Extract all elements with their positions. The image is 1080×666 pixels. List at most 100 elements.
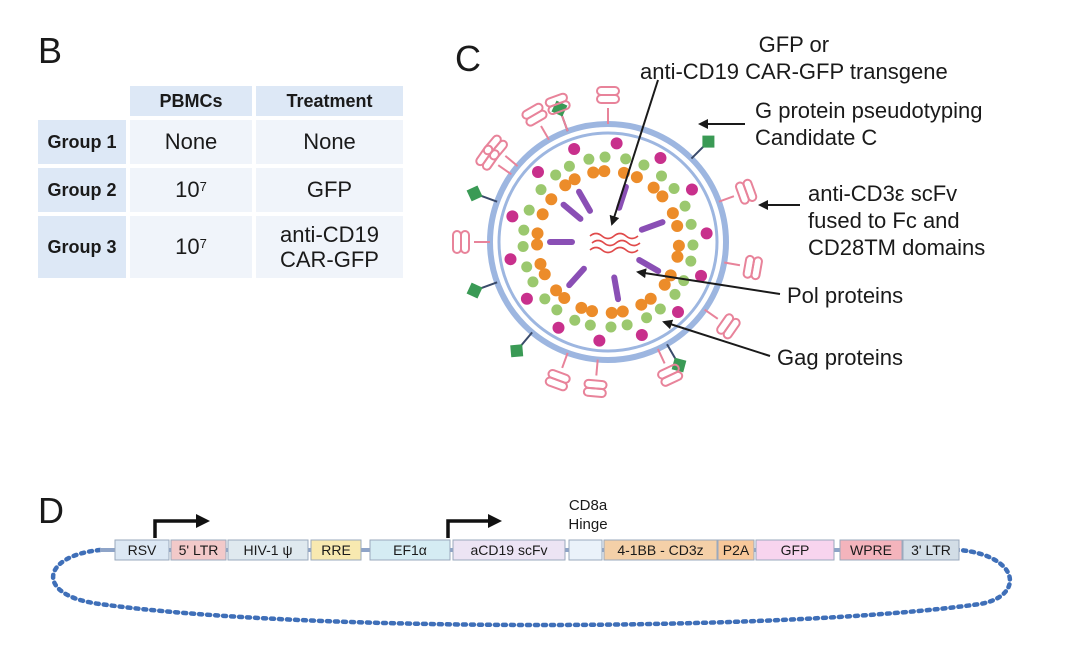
gag-protein (658, 278, 671, 291)
scfv-stalk (561, 352, 569, 369)
label-scfv: anti-CD3ε scFv fused to Fc and CD28TM do… (808, 181, 986, 260)
gag-protein (551, 304, 563, 316)
scfv-icon (660, 370, 684, 387)
group-1-pbmcs: None (130, 120, 252, 164)
scfv-icon (582, 386, 607, 399)
gag-protein (598, 165, 611, 178)
panel-d-letter: D (38, 490, 64, 531)
rsv-promoter-arrowhead-icon (196, 514, 210, 528)
gag-protein (685, 183, 698, 196)
gag-protein (599, 151, 611, 163)
label-g-protein: G protein pseudotyping Candidate C (755, 98, 983, 150)
element-cd8a-hinge (568, 539, 603, 561)
gag-protein (523, 204, 535, 216)
pol-protein (638, 219, 666, 233)
gag-protein (685, 255, 697, 267)
label-transgene: GFP or anti-CD19 CAR-GFP transgene (640, 32, 948, 84)
scfv-stalk (504, 155, 519, 167)
scfv-icon (596, 86, 620, 96)
row-label-group-3: Group 3 (38, 216, 126, 278)
gag-protein (535, 184, 547, 196)
element-label-rre: RRE (321, 542, 351, 558)
scfv-icon (544, 92, 568, 108)
gag-protein (550, 169, 562, 181)
gag-protein (506, 210, 519, 223)
g-protein-icon (466, 282, 483, 299)
gag-protein (545, 193, 558, 206)
transgene-arrow (609, 79, 659, 226)
element-3-ltr (902, 539, 960, 561)
ef1a-promoter-arrow-icon (446, 519, 490, 538)
gag-protein (521, 261, 533, 273)
element-label-rsv: RSV (128, 542, 157, 558)
gag-protein (654, 152, 667, 165)
element-label-3-ltr: 3' LTR (911, 542, 951, 558)
gag-protein (536, 208, 549, 221)
gag-protein (656, 190, 669, 203)
gag-protein (669, 288, 681, 300)
label-pol: Pol proteins (787, 283, 904, 308)
gag-protein (539, 293, 551, 305)
gag-protein (605, 321, 617, 333)
gag-protein (641, 312, 653, 324)
element-gfp (755, 539, 835, 561)
gag-protein (587, 166, 600, 179)
g-protein-icon (466, 185, 483, 202)
gag-arrow (662, 319, 771, 357)
element-wpre (839, 539, 903, 561)
pol-protein (636, 257, 662, 274)
group-1-treatment: None (256, 120, 403, 164)
scfv-icon (521, 102, 544, 120)
gag-protein (605, 306, 618, 319)
gag-protein (531, 238, 544, 251)
gag-protein (671, 250, 684, 263)
cd8a-hinge-label: CD8a Hinge (568, 497, 608, 533)
element-ef1 (369, 539, 451, 561)
scfv-icon (544, 376, 568, 392)
gag-protein (666, 207, 679, 220)
gag-protein (679, 200, 691, 212)
gag-protein (517, 240, 529, 252)
plasmid-backbone (51, 547, 1013, 628)
group-2-treatment: GFP (256, 168, 403, 212)
gag-protein (531, 165, 544, 178)
scfv-stalk (718, 195, 735, 203)
scfv-icon (475, 144, 494, 167)
panel-b-letter: B (38, 30, 63, 71)
pol-protein (566, 265, 587, 289)
pol-arrow (636, 268, 781, 295)
gag-protein (654, 303, 666, 315)
element-rsv (114, 539, 170, 561)
element-hiv-1 (227, 539, 309, 561)
element-acd19-scfv (452, 539, 566, 561)
gag-protein (531, 227, 544, 240)
element-label-4-1bb-cd3z: 4-1BB - CD3z (617, 542, 703, 558)
gag-protein (550, 284, 563, 297)
gag-protein (559, 179, 572, 192)
g-protein-icon (510, 344, 524, 358)
element-label-p2a: P2A (723, 542, 750, 558)
label-gag: Gag proteins (777, 345, 903, 370)
pol-protein (616, 183, 629, 211)
element-label-5-ltr: 5' LTR (179, 542, 219, 558)
element-5-ltr (170, 539, 227, 561)
scfv-icon (482, 134, 502, 156)
inner-membrane (497, 131, 719, 353)
element-label-hiv-1: HIV-1 ψ (244, 542, 293, 558)
gag-protein (695, 269, 708, 282)
gag-protein (518, 224, 530, 236)
g-protein-icon (671, 357, 687, 373)
gag-protein (586, 305, 599, 318)
scfv-stalk (497, 164, 512, 176)
rsv-promoter-arrow-icon (153, 519, 198, 538)
scfv-stalk (704, 308, 719, 320)
gag-protein (630, 171, 643, 184)
gag-protein (620, 153, 632, 165)
gag-protein (700, 227, 713, 240)
pol-protein (611, 274, 622, 303)
g-protein-icon (702, 135, 715, 148)
ef1a-promoter-arrowhead-icon (488, 514, 502, 528)
